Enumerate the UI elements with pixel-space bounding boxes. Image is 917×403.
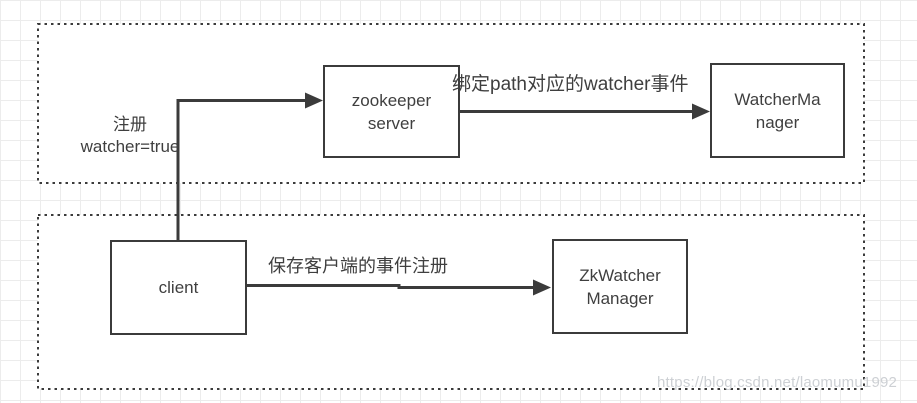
node-client-label: client <box>158 278 199 297</box>
node-zk-watcher-manager-label: ZkWatcher Manager <box>579 265 661 308</box>
bind-arrowhead-icon <box>692 103 710 120</box>
register-arrow <box>176 92 323 240</box>
node-watcher-manager: WatcherMa nager <box>710 63 845 158</box>
bind-arrow <box>460 103 710 120</box>
edge-label-register: 注册 watcher=true <box>80 115 180 156</box>
edge-label-bind: 绑定path对应的watcher事件 <box>452 74 689 95</box>
node-watcher-manager-label: WatcherMa nager <box>734 89 821 132</box>
register-arrowhead-icon <box>305 92 323 109</box>
edge-label-save: 保存客户端的事件注册 <box>268 256 448 276</box>
save-arrowhead-icon <box>533 279 551 296</box>
node-zk-watcher-manager: ZkWatcher Manager <box>552 239 688 334</box>
node-zookeeper-server: zookeeper server <box>323 65 460 158</box>
node-zookeeper-server-label: zookeeper server <box>351 90 432 133</box>
save-arrow <box>247 279 551 296</box>
node-client: client <box>110 240 247 335</box>
watermark: https://blog.csdn.net/laomumu1992 <box>657 374 898 391</box>
